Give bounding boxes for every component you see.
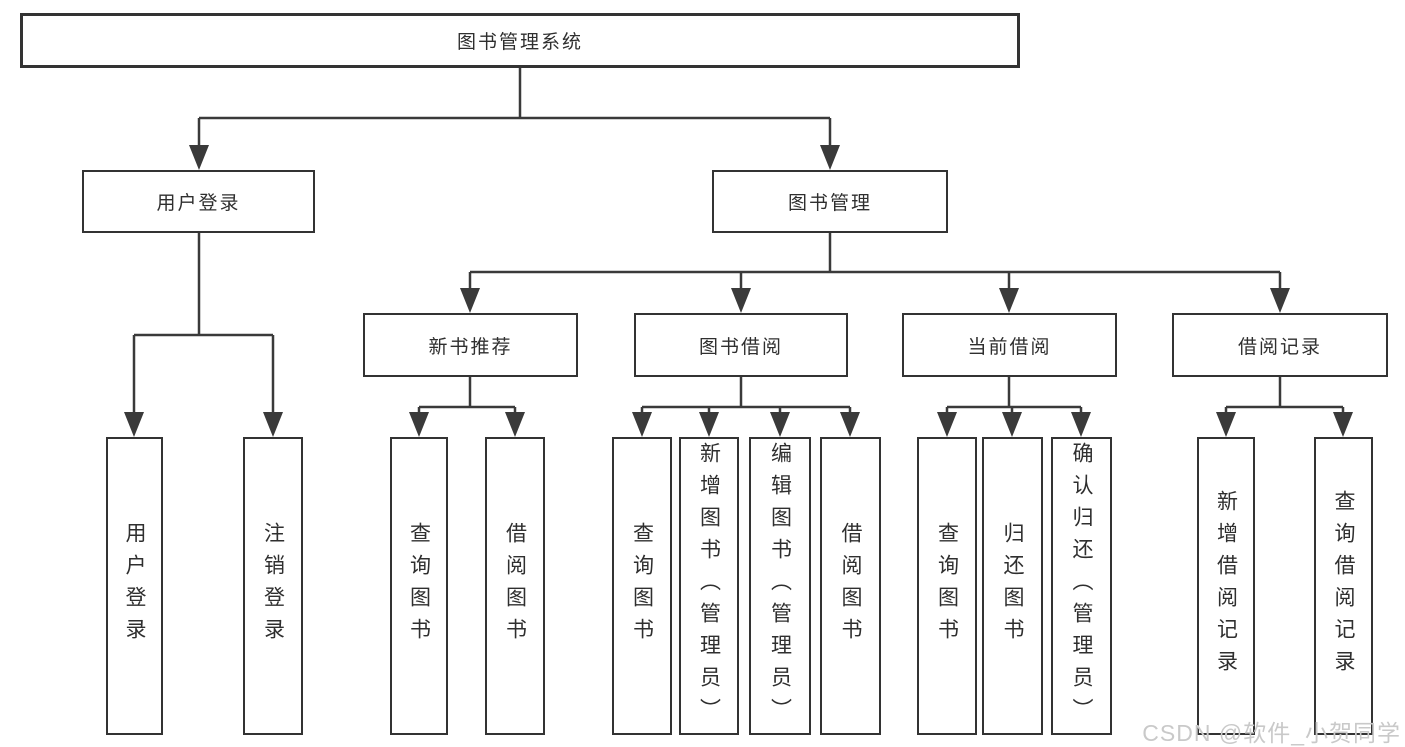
leaf-label: 注销登录 — [261, 522, 285, 650]
node-label: 图书借阅 — [698, 336, 783, 358]
leaf-add-borrow-record: 新增借阅记录 — [1197, 437, 1255, 735]
leaf-query-books-borrow: 查询图书 — [612, 437, 672, 735]
leaf-label: 确认归还（管理员） — [1070, 442, 1093, 730]
node-user-login: 用户登录 — [82, 170, 315, 233]
node-new-book-recommend: 新书推荐 — [363, 313, 578, 377]
node-label: 借阅记录 — [1237, 336, 1322, 358]
leaf-label: 归还图书 — [1001, 522, 1024, 650]
node-label: 当前借阅 — [967, 336, 1052, 358]
node-book-management: 图书管理 — [712, 170, 948, 233]
leaf-user-login: 用户登录 — [106, 437, 163, 735]
leaf-edit-books-admin: 编辑图书（管理员） — [749, 437, 811, 735]
connector-borrow-records-to-leaves — [1216, 377, 1353, 437]
node-book-borrow: 图书借阅 — [634, 313, 848, 377]
node-label: 新书推荐 — [428, 336, 513, 358]
leaf-label: 查询图书 — [407, 522, 431, 650]
node-current-borrow: 当前借阅 — [902, 313, 1117, 377]
leaf-query-books-current: 查询图书 — [917, 437, 977, 735]
connector-book-borrow-to-leaves — [632, 377, 860, 437]
leaf-logout: 注销登录 — [243, 437, 303, 735]
leaf-add-books-admin: 新增图书（管理员） — [679, 437, 739, 735]
connector-new-book-recommend-to-leaves — [409, 377, 525, 437]
leaf-label: 查询借阅记录 — [1332, 490, 1355, 682]
connector-current-borrow-to-leaves — [937, 377, 1091, 437]
leaf-label: 编辑图书（管理员） — [768, 442, 792, 730]
leaf-label: 查询图书 — [935, 522, 959, 650]
connector-user-login-to-leaves — [124, 233, 283, 437]
leaf-confirm-return-admin: 确认归还（管理员） — [1051, 437, 1112, 735]
leaf-label: 借阅图书 — [503, 522, 527, 650]
leaf-query-books-recommend: 查询图书 — [390, 437, 448, 735]
leaf-query-borrow-record: 查询借阅记录 — [1314, 437, 1373, 735]
leaf-borrow-books-recommend: 借阅图书 — [485, 437, 545, 735]
node-label: 图书管理系统 — [456, 32, 583, 53]
leaf-label: 新增图书（管理员） — [697, 442, 721, 730]
leaf-return-books: 归还图书 — [982, 437, 1043, 735]
node-label: 图书管理 — [787, 193, 872, 214]
leaf-label: 借阅图书 — [839, 522, 862, 650]
connector-book-management-to-level3 — [460, 233, 1290, 313]
node-borrow-records: 借阅记录 — [1172, 313, 1388, 377]
leaf-label: 新增借阅记录 — [1214, 490, 1238, 682]
connector-root-to-level2 — [189, 68, 840, 170]
node-label: 用户登录 — [156, 193, 241, 214]
leaf-borrow-books: 借阅图书 — [820, 437, 881, 735]
csdn-watermark: CSDN @软件_小贺同学 — [1142, 720, 1401, 746]
leaf-label: 用户登录 — [123, 522, 146, 650]
node-library-management-system: 图书管理系统 — [20, 13, 1020, 68]
leaf-label: 查询图书 — [630, 522, 654, 650]
